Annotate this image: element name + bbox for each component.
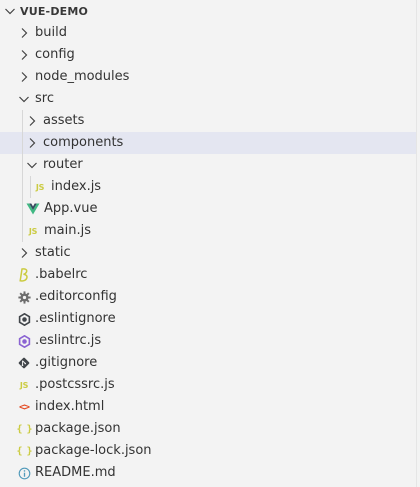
tree-item-label: src xyxy=(35,91,54,106)
tree-file-editorconfig[interactable]: .editorconfig xyxy=(0,286,416,308)
chevron-down-icon xyxy=(24,157,40,173)
tree-item-label: config xyxy=(35,47,75,62)
json-file-icon: { } xyxy=(16,421,32,437)
tree-file-app-vue[interactable]: App.vue xyxy=(0,198,416,220)
explorer-section-header[interactable]: VUE-DEMO xyxy=(0,0,416,22)
tree-folder-build[interactable]: build xyxy=(0,22,416,44)
tree-item-label: .postcssrc.js xyxy=(35,377,115,392)
tree-item-label: components xyxy=(43,135,124,150)
tree-item-label: .babelrc xyxy=(35,267,88,282)
chevron-right-icon xyxy=(16,47,32,63)
indent-guide xyxy=(22,220,23,242)
javascript-file-icon: JS xyxy=(16,377,32,393)
indent-guide xyxy=(22,198,23,220)
tree-item-label: .eslintignore xyxy=(35,311,116,326)
json-badge: { } xyxy=(16,445,32,457)
tree-item-label: index.html xyxy=(35,399,105,414)
tree-file-package-lock-json[interactable]: { } package-lock.json xyxy=(0,440,416,462)
tree-folder-assets[interactable]: assets xyxy=(0,110,416,132)
tree-item-label: main.js xyxy=(44,223,91,238)
tree-item-label: README.md xyxy=(35,465,116,480)
eslint-icon xyxy=(16,333,32,349)
tree-item-label: package.json xyxy=(35,421,121,436)
tree-item-label: .eslintrc.js xyxy=(35,333,102,348)
json-badge: { } xyxy=(16,423,32,435)
chevron-right-icon xyxy=(16,69,32,85)
tree-item-label: node_modules xyxy=(35,69,130,84)
git-icon xyxy=(16,355,32,371)
tree-file-readme-md[interactable]: README.md xyxy=(0,462,416,484)
tree-file-main-js[interactable]: JS main.js xyxy=(0,220,416,242)
tree-file-package-json[interactable]: { } package.json xyxy=(0,418,416,440)
tree-file-index-html[interactable]: <> index.html xyxy=(0,396,416,418)
indent-guide xyxy=(22,132,23,154)
html-badge: <> xyxy=(18,401,30,413)
indent-guide xyxy=(30,176,31,198)
tree-folder-node-modules[interactable]: node_modules xyxy=(0,66,416,88)
tree-file-postcssrc-js[interactable]: JS .postcssrc.js xyxy=(0,374,416,396)
tree-item-label: static xyxy=(35,245,71,260)
chevron-right-icon xyxy=(16,25,32,41)
tree-item-label: build xyxy=(35,25,67,40)
tree-folder-router[interactable]: router xyxy=(0,154,416,176)
indent-guide xyxy=(22,110,23,132)
chevron-down-icon[interactable] xyxy=(2,3,18,19)
js-badge: JS xyxy=(28,226,38,236)
js-badge: JS xyxy=(35,182,45,192)
indent-guide xyxy=(22,154,23,176)
javascript-file-icon: JS xyxy=(32,179,48,195)
indent-guide xyxy=(22,176,23,198)
tree-item-label: .editorconfig xyxy=(35,289,117,304)
tree-folder-src[interactable]: src xyxy=(0,88,416,110)
tree-folder-components[interactable]: components xyxy=(0,132,416,154)
javascript-file-icon: JS xyxy=(25,223,41,239)
chevron-right-icon xyxy=(24,135,40,151)
project-title: VUE-DEMO xyxy=(20,4,89,18)
tree-folder-static[interactable]: static xyxy=(0,242,416,264)
tree-file-eslintrc-js[interactable]: .eslintrc.js xyxy=(0,330,416,352)
vue-file-icon xyxy=(25,201,41,217)
tree-item-label: assets xyxy=(43,113,85,128)
chevron-right-icon xyxy=(16,245,32,261)
js-badge: JS xyxy=(19,380,29,390)
chevron-right-icon xyxy=(24,113,40,129)
tree-item-label: App.vue xyxy=(44,201,98,216)
babel-file-icon xyxy=(16,267,32,283)
tree-item-label: .gitignore xyxy=(35,355,98,370)
tree-item-label: package-lock.json xyxy=(35,443,152,458)
tree-item-label: router xyxy=(43,157,83,172)
tree-item-label: index.js xyxy=(51,179,102,194)
tree-folder-config[interactable]: config xyxy=(0,44,416,66)
chevron-down-icon xyxy=(16,91,32,107)
json-file-icon: { } xyxy=(16,443,32,459)
eslint-ignore-icon xyxy=(16,311,32,327)
tree-file-router-index-js[interactable]: JS index.js xyxy=(0,176,416,198)
tree-file-gitignore[interactable]: .gitignore xyxy=(0,352,416,374)
tree-file-babelrc[interactable]: .babelrc xyxy=(0,264,416,286)
gear-icon xyxy=(16,289,32,305)
info-icon xyxy=(16,465,32,481)
tree-file-eslintignore[interactable]: .eslintignore xyxy=(0,308,416,330)
html-file-icon: <> xyxy=(16,399,32,415)
